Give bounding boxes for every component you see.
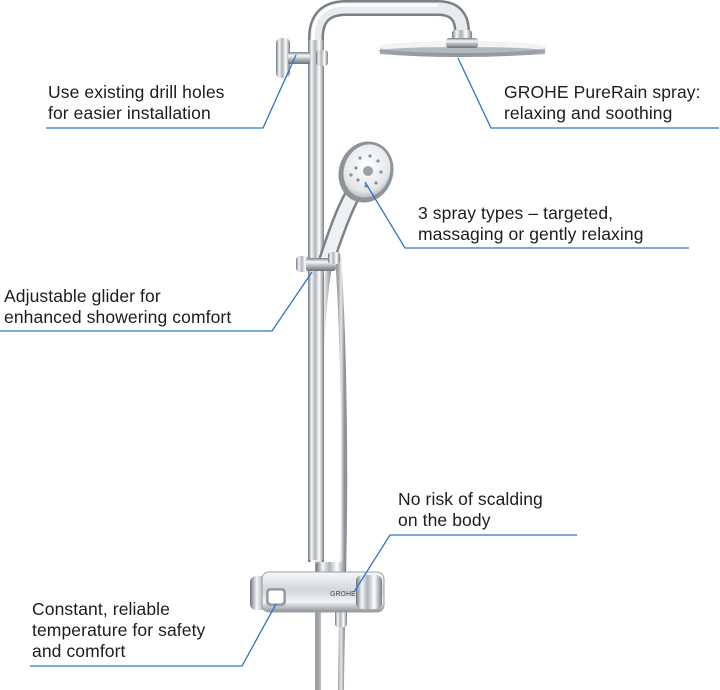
callout-glider: Adjustable glider for enhanced showering… bbox=[4, 286, 231, 328]
callout-text-line: Constant, reliable bbox=[32, 599, 170, 619]
callout-text-line: Use existing drill holes bbox=[48, 82, 225, 102]
callout-scalding: No risk of scalding on the body bbox=[398, 489, 543, 531]
callout-line-temperature bbox=[30, 603, 277, 667]
rain-shower-head bbox=[378, 38, 546, 57]
callout-purerain: GROHE PureRain spray: relaxing and sooth… bbox=[504, 82, 701, 124]
callout-line-scalding bbox=[353, 534, 577, 593]
callout-text-line: GROHE PureRain spray: bbox=[504, 82, 701, 102]
callout-text-line: and comfort bbox=[32, 641, 126, 661]
callout-text-line: on the body bbox=[398, 510, 491, 530]
callout-text-line: enhanced showering comfort bbox=[4, 307, 232, 327]
callout-line-purerain bbox=[457, 57, 719, 129]
callout-text-line: massaging or gently relaxing bbox=[418, 224, 644, 244]
adjustable-glider bbox=[296, 252, 340, 272]
callout-text-line: 3 spray types – targeted, bbox=[418, 203, 614, 223]
callout-spray-types: 3 spray types – targeted, massaging or g… bbox=[418, 203, 644, 245]
callout-text-line: No risk of scalding bbox=[398, 489, 543, 509]
callout-line-spray-types bbox=[364, 181, 689, 249]
thermostat-mixer: GROHE bbox=[250, 562, 385, 613]
hand-shower bbox=[317, 141, 394, 271]
callout-text-line: relaxing and soothing bbox=[504, 103, 673, 123]
callout-text-line: temperature for safety bbox=[32, 620, 206, 640]
callout-temperature: Constant, reliable temperature for safet… bbox=[32, 599, 205, 662]
callout-drill-holes: Use existing drill holes for easier inst… bbox=[48, 82, 225, 124]
callout-text-line: for easier installation bbox=[48, 103, 211, 123]
shower-arm bbox=[308, 0, 472, 562]
callout-text-line: Adjustable glider for bbox=[4, 286, 161, 306]
brand-mark: GROHE bbox=[330, 591, 356, 598]
callout-line-glider bbox=[0, 271, 313, 332]
callout-line-drill-holes bbox=[46, 54, 297, 129]
